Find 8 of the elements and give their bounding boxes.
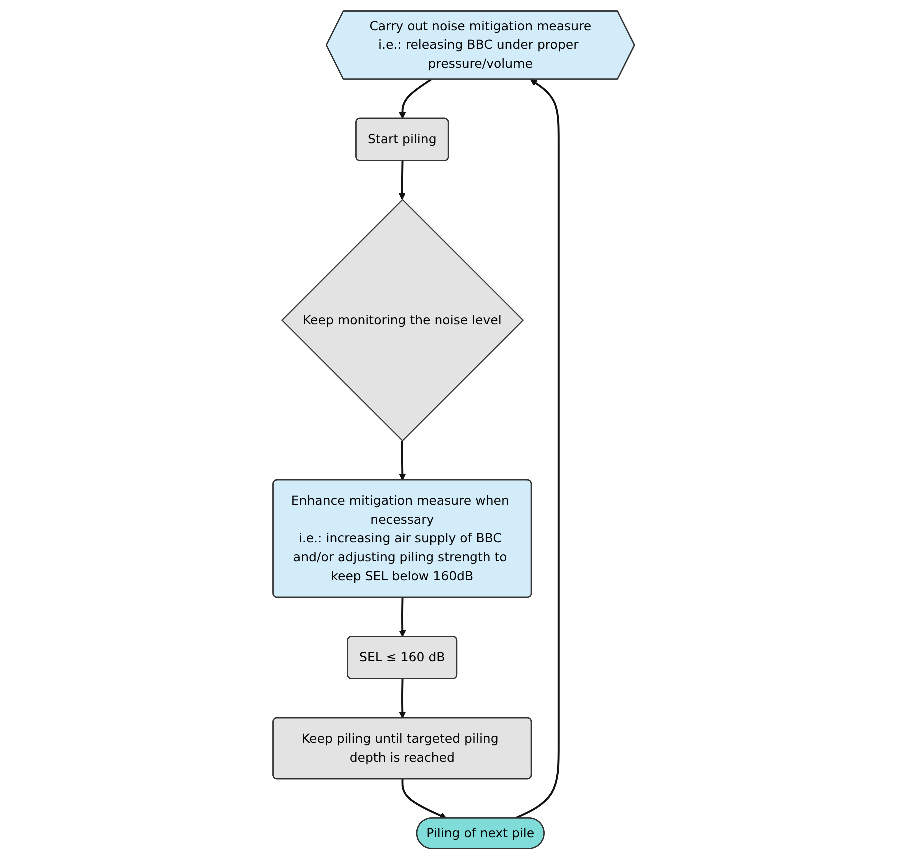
arrow [402, 778, 448, 819]
arrow [399, 440, 406, 480]
arrow [399, 78, 432, 119]
arrow [399, 678, 406, 718]
arrow [514, 78, 560, 819]
arrow [399, 597, 406, 637]
arrow [398, 160, 406, 200]
node-diamond: Keep monitoring the noise level [281, 198, 524, 442]
